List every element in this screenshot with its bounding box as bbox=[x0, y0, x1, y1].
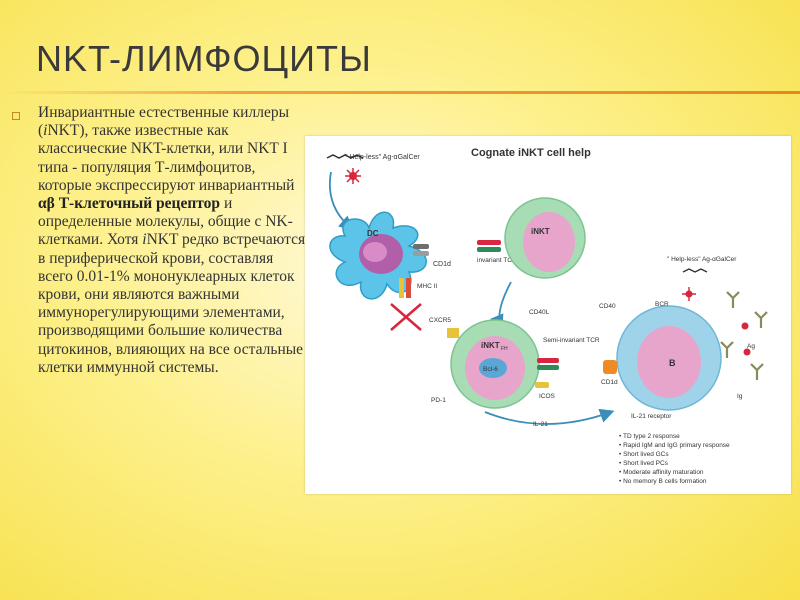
cxcr5-label: CXCR5 bbox=[429, 317, 451, 324]
dc-label: DC bbox=[367, 229, 379, 238]
outcome-item: • Short lived PCs bbox=[619, 460, 669, 467]
outcome-item: • TD type 2 response bbox=[619, 433, 680, 440]
outcome-item: • No memory B cells formation bbox=[619, 478, 707, 485]
cd40l-label: CD40L bbox=[529, 309, 550, 316]
inkt-fh-sub: FH bbox=[501, 346, 508, 352]
pd1-label: PD-1 bbox=[431, 397, 446, 404]
text-part: NKT), также известные как классические N… bbox=[38, 122, 295, 194]
b-cell bbox=[616, 305, 722, 411]
mhc-label: MHC II bbox=[417, 283, 437, 290]
title-divider bbox=[0, 91, 800, 94]
cd1d-molecule bbox=[413, 251, 429, 256]
outcome-item: • Rapid IgM and IgG primary response bbox=[619, 442, 730, 449]
slide-title: NKT-ЛИМФОЦИТЫ bbox=[36, 38, 372, 79]
il21-arrow bbox=[484, 408, 615, 425]
ag-label: Ag bbox=[747, 343, 755, 350]
outcome-item: • Moderate affinity maturation bbox=[619, 469, 704, 476]
antigen-icon bbox=[682, 268, 708, 301]
helpless-label-left: " Help-less" Ag-αGalCer bbox=[345, 154, 420, 161]
invariant-tcr-label: invariant TCR bbox=[477, 257, 517, 264]
blocked-cross-icon bbox=[390, 303, 422, 331]
text-part: и определенные молекулы, общие с NK-клет… bbox=[38, 195, 293, 249]
antigen-icon bbox=[741, 322, 751, 356]
icos-label: ICOS bbox=[539, 393, 556, 400]
bcl6-label: Bcl-6 bbox=[483, 366, 498, 373]
tcr-molecule bbox=[537, 365, 559, 370]
cxcr5-molecule bbox=[447, 328, 459, 338]
il21-receptor-label: IL-21 receptor bbox=[631, 413, 672, 420]
diagram-canvas: Cognate iNKT cell help " Help-less" Ag-α… bbox=[326, 147, 768, 485]
outcome-item: • Short lived GCs bbox=[619, 451, 669, 458]
antigen-icon bbox=[326, 154, 364, 184]
cd40-molecule bbox=[603, 360, 617, 374]
differentiation-arrow bbox=[490, 281, 512, 330]
text-part: NKT редко встречаются в периферической к… bbox=[38, 231, 306, 376]
icos-molecule bbox=[535, 382, 549, 388]
outcomes-list: • TD type 2 response • Rapid IgM and IgG… bbox=[619, 433, 730, 485]
mhc-molecule bbox=[399, 278, 404, 298]
mhc-molecule bbox=[406, 278, 411, 298]
cd1d-label-right: CD1d bbox=[601, 379, 618, 386]
dendritic-cell bbox=[329, 211, 427, 300]
tcr-molecule bbox=[537, 358, 559, 363]
inkt-diagram: Cognate iNKT cell help " Help-less" Ag-α… bbox=[305, 136, 791, 494]
helpless-label-right: " Help-less" Ag-αGalCer bbox=[667, 256, 737, 263]
text-italic: i bbox=[142, 231, 147, 249]
inkt-fh-label: iNKT bbox=[481, 341, 500, 350]
cd40-label: CD40 bbox=[599, 303, 616, 310]
body-paragraph: Инвариантные естественные киллеры (iNKT)… bbox=[38, 104, 310, 377]
text-bold: αβ Т-клеточный рецептор bbox=[38, 195, 221, 213]
text-italic: i bbox=[43, 122, 48, 140]
bullet-icon bbox=[12, 112, 20, 120]
il21-label: IL-21 bbox=[533, 421, 548, 428]
inkt-cell bbox=[504, 197, 586, 279]
ig-label: Ig bbox=[737, 393, 743, 400]
inkt-label: iNKT bbox=[531, 227, 550, 236]
inkt-fh-cell bbox=[450, 319, 540, 409]
cd1d-molecule bbox=[413, 244, 429, 249]
bcr-label: BCR bbox=[655, 301, 669, 308]
b-cell-label: B bbox=[669, 358, 676, 368]
tcr-molecule bbox=[477, 240, 501, 245]
cd1d-label-left: CD1d bbox=[433, 261, 451, 268]
tcr-molecule bbox=[477, 247, 501, 252]
semi-tcr-label: Semi-invariant TCR bbox=[543, 337, 600, 344]
antibody-icon bbox=[720, 291, 768, 380]
text-part: Инвариантные естественные киллеры ( bbox=[38, 104, 289, 140]
diagram-title: Cognate iNKT cell help bbox=[471, 147, 591, 159]
